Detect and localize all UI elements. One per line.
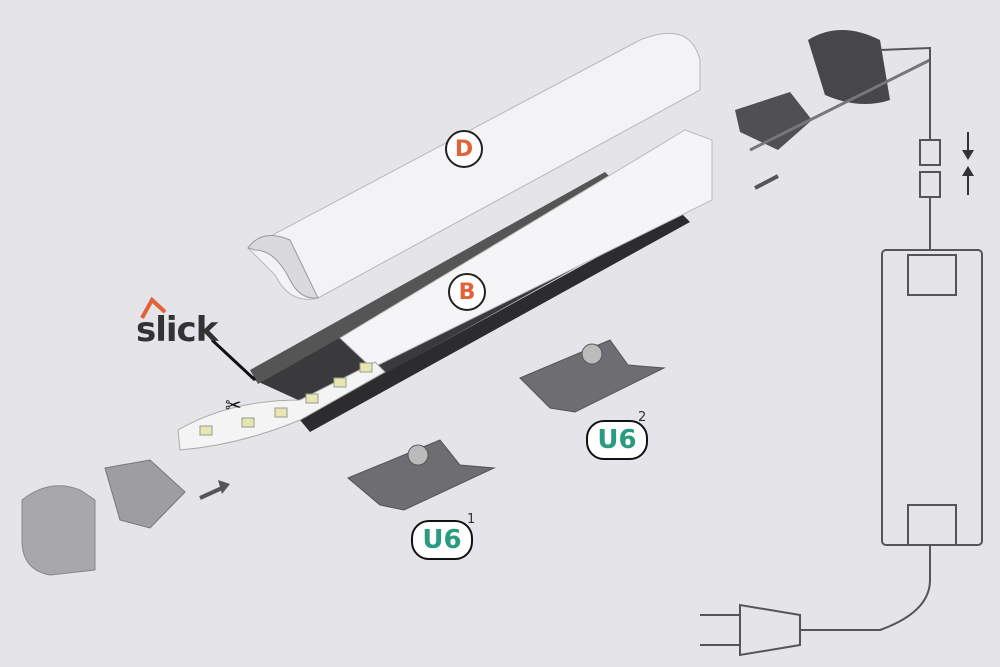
round-diffuser xyxy=(247,32,701,300)
end-cap-round xyxy=(21,485,96,576)
logo-arrow-icon xyxy=(140,296,167,319)
scissors-icon: ✂ xyxy=(225,393,242,417)
power-supply xyxy=(700,46,983,657)
label-clip-u6-1-index: 1 xyxy=(467,512,476,527)
arrow-icon xyxy=(199,486,223,500)
compress-arrows-icon xyxy=(962,132,974,195)
led-strip xyxy=(177,361,386,451)
mounting-clip-1 xyxy=(347,439,496,511)
slick-logo: slick xyxy=(136,310,218,350)
mounting-clip-2 xyxy=(519,339,666,413)
label-clip-u6-1: U6 xyxy=(411,520,473,560)
end-cap-shaped xyxy=(104,459,186,529)
arrow-head-icon xyxy=(218,480,230,494)
label-clip-u6-2-index: 2 xyxy=(638,410,647,425)
label-diffuser-d: D xyxy=(445,130,483,168)
label-diffuser-b: B xyxy=(448,273,486,311)
arrow-icon xyxy=(754,174,779,190)
logo-leader-line xyxy=(210,338,257,382)
cable-end-cap xyxy=(735,30,931,152)
label-clip-u6-2: U6 xyxy=(586,420,648,460)
